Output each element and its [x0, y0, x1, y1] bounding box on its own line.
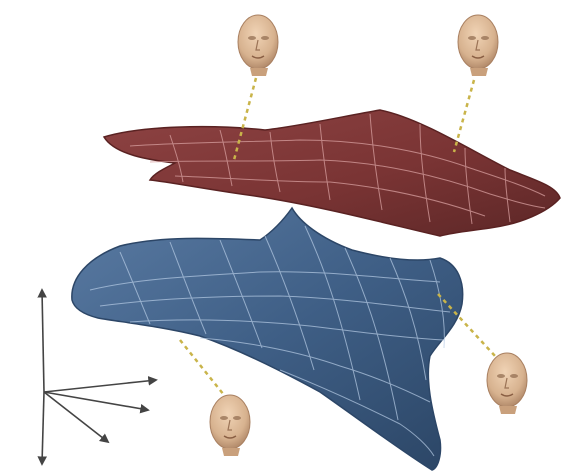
axis-right-2 — [44, 392, 148, 410]
axis-right-3 — [44, 392, 108, 442]
upper-surface — [104, 110, 560, 236]
head-render-icon — [210, 395, 250, 456]
lower-surface-body — [72, 208, 463, 470]
axis-down — [42, 392, 44, 464]
lower-surface — [72, 208, 463, 470]
upper-surface-body — [104, 110, 560, 236]
axis-up — [42, 290, 44, 392]
head-render-icon — [458, 15, 498, 76]
head-render-icon — [487, 353, 527, 414]
axis-right-1 — [44, 380, 156, 392]
head-render-icon — [238, 15, 278, 76]
connector-lower-left — [180, 340, 224, 395]
